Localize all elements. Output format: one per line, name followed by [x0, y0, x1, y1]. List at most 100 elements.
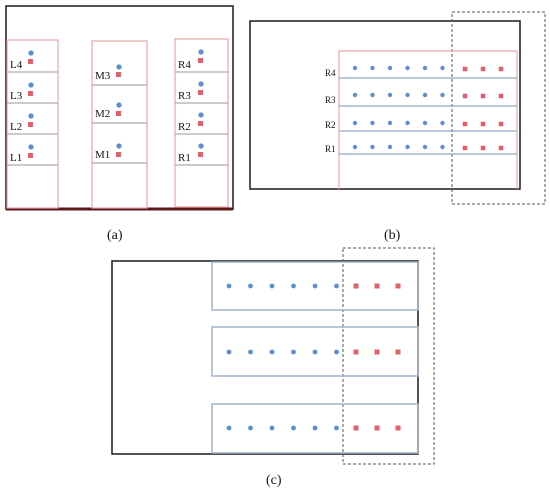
- sensor-dot: [116, 102, 122, 108]
- sensor-dot: [370, 65, 375, 71]
- sensor-square: [198, 152, 203, 157]
- sensor-dot: [28, 50, 34, 56]
- sensor-square: [374, 349, 380, 355]
- row-label-m2: M2: [95, 108, 110, 120]
- sensor-dot: [440, 65, 445, 71]
- sensor-square: [353, 349, 359, 355]
- sensor-square: [198, 121, 203, 126]
- sensor-square: [395, 283, 401, 289]
- middle-column-box: [91, 40, 148, 209]
- sensor-square: [374, 283, 380, 289]
- sensor-dot: [226, 425, 232, 431]
- row-label-l4: L4: [10, 59, 23, 71]
- sensor-dot: [334, 349, 339, 355]
- sensor-dot: [440, 92, 445, 98]
- sensor-square: [28, 91, 33, 96]
- panel-b: R4 R3 R2 R1 (b): [249, 11, 546, 243]
- sensor-dot: [291, 283, 296, 289]
- sensor-dot: [387, 120, 393, 126]
- sensor-square: [480, 145, 486, 151]
- panel-c-row-box: [211, 403, 419, 454]
- sensor-square: [498, 66, 504, 72]
- sensor-dot: [405, 120, 410, 126]
- sensor-dot: [440, 120, 445, 126]
- left-column-box: [6, 39, 59, 209]
- panel-c: (c): [111, 247, 435, 488]
- sensor-dot: [387, 144, 393, 150]
- row-label-r2: R2: [178, 121, 191, 133]
- left-column-group: L4 L3 L2 L1: [6, 39, 59, 209]
- sensor-dot: [352, 144, 358, 150]
- row-label-r4: R4: [178, 59, 191, 71]
- row-label-b-r2: R2: [325, 120, 336, 130]
- sensor-dot: [116, 64, 122, 70]
- sensor-square: [480, 121, 486, 127]
- row-label-b-r4: R4: [325, 68, 336, 78]
- panel-b-dashed-region: [451, 11, 546, 205]
- right-column-box: [174, 38, 229, 208]
- panel-b-pink-outline: [338, 50, 518, 189]
- row-label-r3: R3: [178, 90, 191, 102]
- row-label-l1: L1: [10, 152, 22, 164]
- row-label-l2: L2: [10, 121, 22, 133]
- sensor-dot: [198, 112, 204, 118]
- sensor-dot: [405, 65, 410, 71]
- panel-b-frame: [249, 20, 521, 190]
- sensor-dot: [269, 283, 275, 289]
- sensor-dot: [291, 425, 296, 431]
- sensor-dot: [198, 81, 204, 87]
- sensor-dot: [352, 120, 358, 126]
- row-label-b-r3: R3: [325, 95, 336, 105]
- caption-c: (c): [266, 473, 282, 488]
- sensor-dot: [28, 144, 34, 150]
- panel-c-frame: [111, 260, 419, 455]
- sensor-dot: [405, 92, 410, 98]
- sensor-dot: [291, 349, 296, 355]
- sensor-dot: [334, 283, 339, 289]
- sensor-dot: [387, 92, 393, 98]
- sensor-dot: [28, 113, 34, 119]
- panel-c-row-box: [211, 326, 419, 377]
- sensor-dot: [269, 425, 275, 431]
- row-label-l3: L3: [10, 90, 23, 102]
- sensor-square: [116, 111, 121, 116]
- sensor-square: [116, 152, 121, 157]
- sensor-dot: [198, 143, 204, 149]
- sensor-dot: [312, 283, 318, 289]
- panel-c-dashed-region: [342, 247, 435, 465]
- panel-c-row-box: [211, 261, 419, 311]
- sensor-square: [498, 145, 504, 151]
- sensor-square: [480, 93, 486, 99]
- sensor-dot: [352, 92, 358, 98]
- sensor-dot: [405, 144, 410, 150]
- panel-a: L4 L3 L2 L1 M3 M2 M1: [5, 5, 234, 243]
- panel-b-sensor-marks: [352, 65, 504, 151]
- sensor-dot: [422, 65, 428, 71]
- sensor-square: [28, 153, 33, 158]
- sensor-square: [480, 66, 486, 72]
- sensor-dot: [312, 349, 318, 355]
- caption-a: (a): [107, 228, 123, 243]
- sensor-dot: [248, 283, 253, 289]
- sensor-dot: [370, 144, 375, 150]
- caption-b: (b): [384, 228, 401, 243]
- sensor-dot: [248, 349, 253, 355]
- sensor-square: [28, 59, 33, 64]
- row-label-m3: M3: [95, 70, 111, 82]
- sensor-square: [198, 90, 203, 95]
- sensor-dot: [116, 143, 122, 149]
- sensor-dot: [370, 92, 375, 98]
- sensor-square: [395, 349, 401, 355]
- sensor-dot: [387, 65, 393, 71]
- sensor-square: [353, 283, 359, 289]
- sensor-dot: [422, 92, 428, 98]
- sensor-square: [498, 121, 504, 127]
- sensor-dot: [334, 425, 339, 431]
- sensor-dot: [226, 349, 232, 355]
- row-label-r1: R1: [178, 152, 191, 164]
- middle-column-group: M3 M2 M1: [91, 40, 148, 209]
- sensor-square: [395, 425, 401, 431]
- sensor-square: [462, 121, 468, 127]
- row-label-m1: M1: [95, 149, 110, 161]
